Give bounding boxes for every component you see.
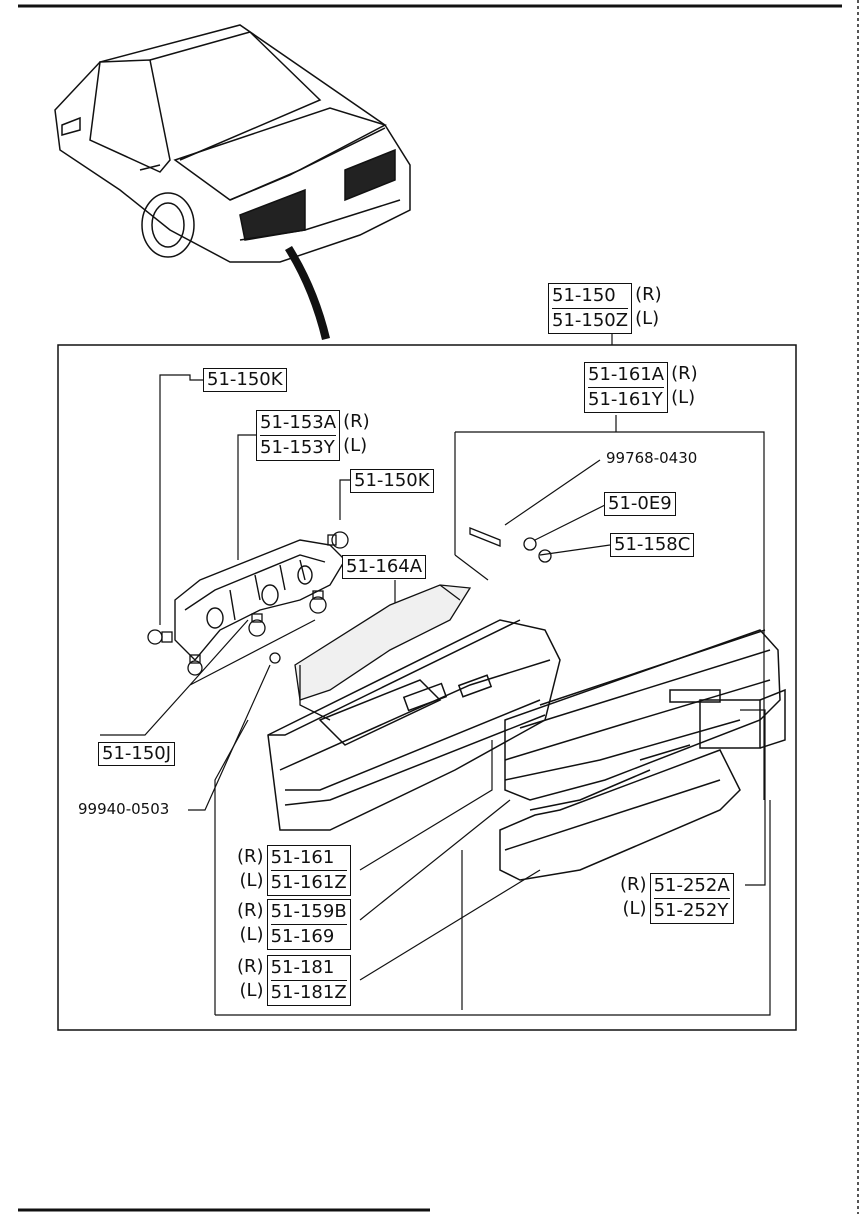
screw2-label: 99940-0503 (78, 800, 170, 818)
housing-r-tag: (R) (343, 411, 370, 432)
gasket-label: 51-164A (342, 555, 427, 579)
lens-r-tag: (R) (671, 363, 698, 384)
lamp-part-r: 51-181 (270, 957, 335, 978)
garnish-label-group: (R) (L) 51-161 51-161Z (237, 845, 351, 896)
lamp-part-l: 51-181Z (270, 980, 347, 1003)
module-label-group: (R) (L) 51-252A 51-252Y (620, 873, 734, 924)
nut-label: 51-0E9 (604, 492, 676, 516)
reflector-r-tag: (R) (237, 900, 264, 921)
gasket (294, 584, 472, 721)
garnish (499, 629, 786, 881)
garnish-r-tag: (R) (237, 846, 264, 867)
assy-part-r: 51-150 (552, 285, 616, 306)
car-sketch (54, 24, 411, 263)
housing-label-group: 51-153A 51-153Y (R) (L) (256, 410, 370, 461)
reflector-label-group: (R) (L) 51-159B 51-169 (237, 899, 351, 950)
assy-r-tag: (R) (635, 284, 662, 305)
reflector-part-r: 51-159B (270, 901, 347, 922)
lamp-r-tag: (R) (237, 956, 264, 977)
garnish-part-l: 51-161Z (270, 870, 347, 893)
reflector-l-tag: (L) (239, 924, 264, 945)
assy-label-group: 51-150 51-150Z (R) (L) (548, 283, 662, 334)
lens-label-group: 51-161A 51-161Y (R) (L) (584, 362, 698, 413)
bulbs (147, 527, 552, 676)
leader-lines (100, 374, 766, 1015)
main-frame (57, 344, 797, 1031)
inner-frame (215, 431, 771, 1016)
lamp-body (267, 619, 561, 831)
bulb-label: 51-150J (98, 742, 176, 766)
housing-part-r: 51-153A (260, 412, 337, 433)
socket-k2-label: 51-150K (350, 469, 434, 493)
socket-housing (174, 539, 346, 662)
socket-k1-label: 51-150K (203, 368, 287, 392)
module-r-tag: (R) (620, 874, 647, 895)
clip-label: 51-158C (610, 533, 695, 557)
assy-part-l: 51-150Z (552, 308, 629, 331)
module-part-r: 51-252A (653, 875, 730, 896)
reflector-part-l: 51-169 (270, 924, 347, 949)
garnish-part-r: 51-161 (270, 847, 335, 868)
lens-part-l: 51-161Y (588, 387, 665, 410)
module-part-l: 51-252Y (653, 898, 730, 921)
module-l-tag: (L) (622, 898, 647, 919)
pointer-arrow (285, 246, 330, 340)
housing-part-l: 51-153Y (260, 435, 337, 458)
lamp-l-tag: (L) (239, 980, 264, 1001)
housing-l-tag: (L) (343, 435, 368, 456)
garnish-l-tag: (L) (239, 870, 264, 891)
screw-label: 99768-0430 (606, 449, 698, 467)
lens-part-r: 51-161A (588, 364, 665, 385)
assy-l-tag: (L) (635, 308, 660, 329)
lens-l-tag: (L) (671, 387, 696, 408)
lamp-label-group: (R) (L) 51-181 51-181Z (237, 955, 351, 1006)
